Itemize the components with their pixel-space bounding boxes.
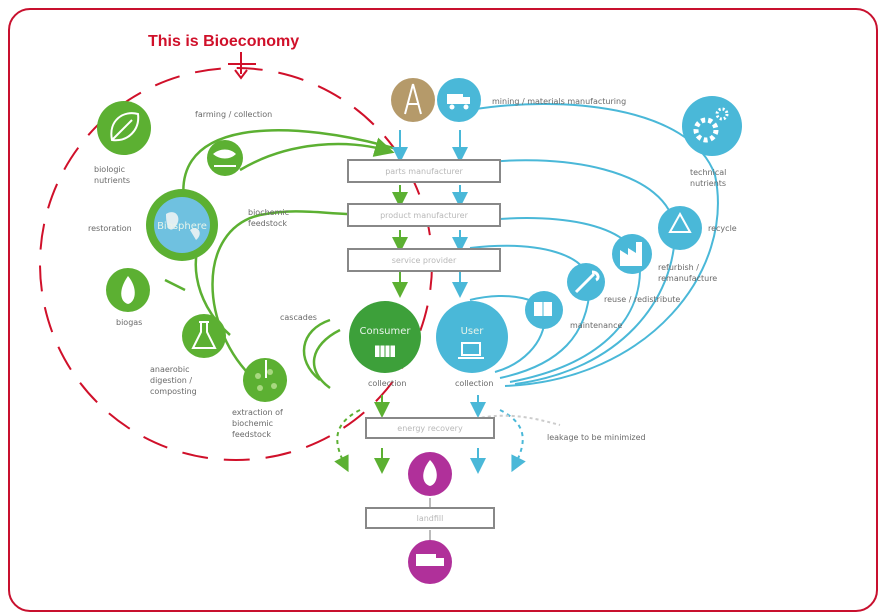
recycle-label: recycle	[708, 224, 737, 233]
biochemic-feedstock-label-1: biochemic	[248, 208, 289, 217]
technical-nutrients-label-2: nutrients	[690, 179, 726, 188]
svg-text:User: User	[461, 326, 485, 337]
energy-recovery-box: energy recovery	[365, 417, 495, 439]
circular-economy-diagram: parts manufacturer product manufacturer …	[39, 52, 742, 584]
extraction-label-3: feedstock	[232, 430, 271, 439]
extraction-label-1: extraction of	[232, 408, 283, 417]
globe-icon: Biosphere	[146, 189, 218, 261]
laptop-icon	[458, 342, 484, 359]
refurbish-label-2: remanufacture	[658, 274, 717, 283]
refurbish-label-1: refurbish /	[658, 263, 699, 272]
bioeconomy-headline: This is Bioeconomy	[148, 33, 300, 50]
biogas-label: biogas	[116, 318, 142, 327]
headline-arrow	[228, 52, 256, 80]
mining-label: mining / materials manufacturing	[492, 97, 626, 106]
collection-user-label: collection	[455, 379, 493, 388]
flask-icon	[182, 314, 226, 358]
truck-icon	[437, 78, 481, 122]
anaerobic-label-1: anaerobic	[150, 365, 190, 374]
flow-arrows	[334, 130, 561, 540]
farming-label: farming / collection	[195, 110, 272, 119]
anaerobic-label-2: digestion /	[150, 376, 192, 385]
extraction-icon	[243, 358, 287, 402]
wrench-icon	[567, 263, 605, 301]
parts-manufacturer-box: parts manufacturer	[347, 159, 501, 183]
biologic-nutrients-label-2: nutrients	[94, 176, 130, 185]
svg-text:landfill: landfill	[417, 514, 444, 523]
user-node: User	[436, 301, 508, 373]
service-provider-box: service provider	[347, 248, 501, 272]
product-manufacturer-box: product manufacturer	[347, 203, 501, 227]
technical-nutrients-label-1: technical	[690, 168, 726, 177]
svg-text:parts manufacturer: parts manufacturer	[385, 167, 463, 176]
extraction-label-2: biochemic	[232, 419, 273, 428]
leaf-icon	[97, 101, 151, 155]
landfill-truck-icon	[408, 540, 452, 584]
fish-wheat-icon	[207, 140, 243, 176]
svg-text:Consumer: Consumer	[360, 326, 412, 337]
leakage-label: leakage to be minimized	[547, 433, 646, 442]
svg-text:energy recovery: energy recovery	[397, 424, 463, 433]
gear-icon	[682, 96, 742, 156]
flame-icon	[106, 268, 150, 312]
oil-rig-icon	[391, 78, 435, 122]
maintenance-label: maintenance	[570, 321, 622, 330]
biologic-nutrients-label-1: biologic	[94, 165, 125, 174]
anaerobic-label-3: composting	[150, 387, 197, 396]
landfill-box: landfill	[365, 507, 495, 529]
box-icon	[525, 291, 563, 329]
collection-consumer-label: collection	[368, 379, 406, 388]
recycle-icon	[658, 206, 702, 250]
fire-icon	[408, 452, 452, 496]
biosphere-label: Biosphere	[157, 221, 207, 232]
restoration-label: restoration	[88, 224, 132, 233]
basket-icon	[373, 344, 397, 357]
diagram-canvas: parts manufacturer product manufacturer …	[8, 8, 878, 612]
cascades-label: cascades	[280, 313, 317, 322]
consumer-node: Consumer	[349, 301, 421, 373]
svg-text:service provider: service provider	[392, 256, 457, 265]
biochemic-feedstock-label-2: feedstock	[248, 219, 287, 228]
reuse-label: reuse / redistribute	[604, 295, 680, 304]
factory-icon	[612, 234, 652, 274]
svg-text:product manufacturer: product manufacturer	[380, 211, 469, 220]
